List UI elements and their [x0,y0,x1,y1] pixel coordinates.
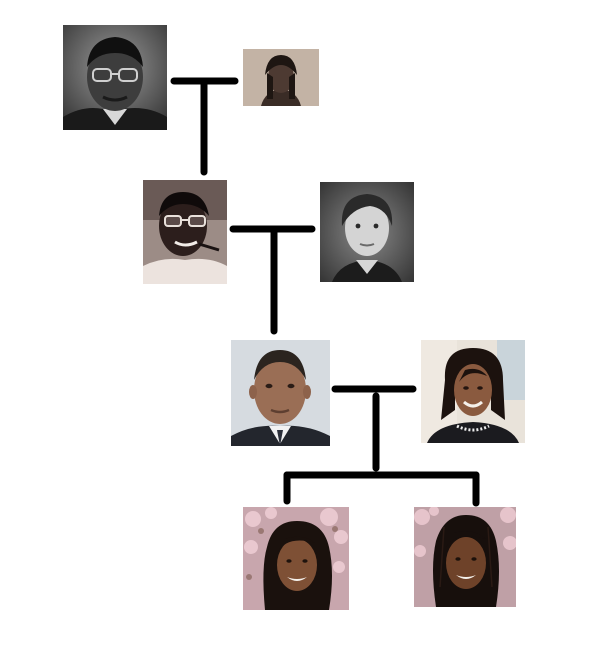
mother-portrait [320,182,414,282]
father-portrait [143,180,227,284]
daughter-1-portrait [243,507,349,610]
wife-portrait [421,340,525,443]
step-grandmother-portrait [243,49,319,106]
grandfather-portrait [63,25,167,130]
daughter-2-portrait [414,507,516,607]
husband-portrait [231,340,330,446]
